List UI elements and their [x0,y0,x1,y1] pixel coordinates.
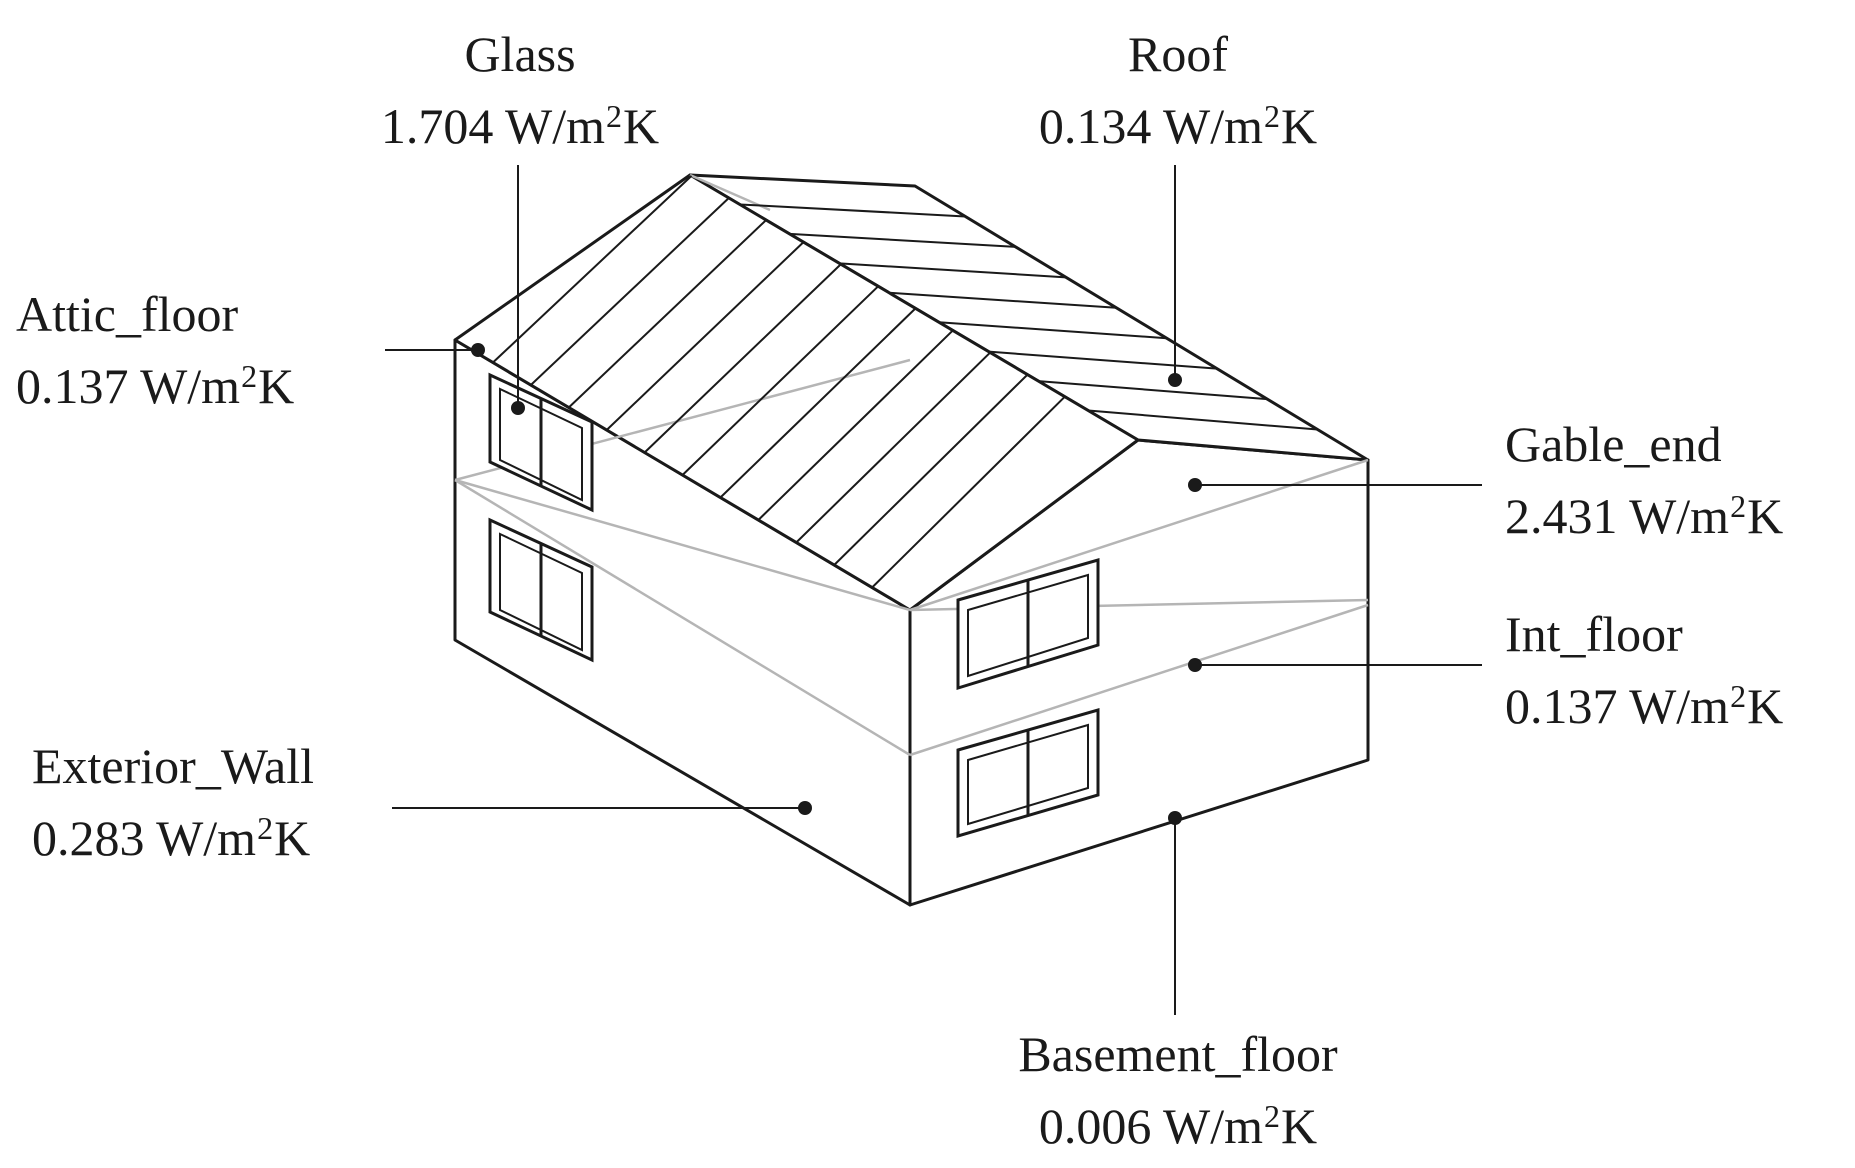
exterior-wall-dot [798,801,812,815]
roof-hatch-line [839,262,1067,279]
roof-hatch-line [1088,409,1318,431]
label-glass-name: Glass [464,26,576,82]
roof-hatch-line [719,307,917,499]
label-gable-end-name: Gable_end [1505,416,1722,472]
front-window-lower [956,708,1100,839]
label-roof-name: Roof [1128,26,1228,82]
label-basement-floor-name: Basement_floor [1018,1026,1338,1082]
roof-hatch-line [1038,380,1268,401]
roof-hatch-line [605,241,805,431]
roof-hatch-line [889,291,1117,309]
roof-hatch-line [643,263,842,454]
gable-end-dot [1188,478,1202,492]
roof-hatch-line [871,396,1066,589]
roof-hatching [492,175,1318,589]
int-floor-dot [1188,658,1202,672]
attic-floor-dot [471,343,485,357]
int-floor-line [454,478,911,757]
roof-hatch-line [938,321,1167,340]
roof-dot [1168,373,1182,387]
pointer-dots [471,343,1202,825]
label-exterior-wall-name: Exterior_Wall [32,738,314,794]
front-window-upper [956,558,1100,691]
basement-floor-dot [1168,811,1182,825]
roof-hatch-line [530,197,730,386]
roof-hatch-line [681,285,879,476]
roof-back-ghost [689,173,771,212]
roof-hatch-line [795,351,991,544]
roof-hatch-line [988,350,1218,370]
roof-hatch-line [789,232,1016,248]
roof-hatch-line [492,175,693,364]
roof-hatch-line [757,329,954,521]
label-attic-floor-name: Attic_floor [16,286,239,342]
windows [488,372,1100,839]
attic-floor-line [454,478,911,612]
roof-hatch-line [568,219,767,409]
leader-lines [385,165,1482,1015]
roof-hatch-line [739,203,966,218]
roof-hatch-line [833,373,1029,566]
side-window-lower [488,517,594,663]
label-int-floor-name: Int_floor [1505,606,1683,662]
int-floor-line-front [909,603,1369,757]
glass-dot [511,401,525,415]
